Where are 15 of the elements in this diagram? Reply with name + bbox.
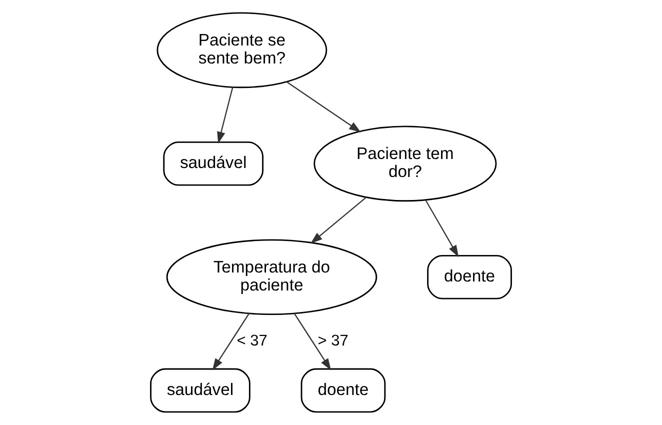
- node-ellipse: Paciente tem dor?: [314, 126, 497, 202]
- node-box: saudável: [163, 141, 264, 186]
- arrow: [212, 313, 250, 370]
- arrow: [286, 81, 361, 132]
- arrow: [217, 86, 234, 144]
- arrow: [310, 196, 367, 244]
- edge-label: > 37: [318, 332, 348, 350]
- arrow: [425, 200, 459, 258]
- edge-label: < 37: [236, 332, 268, 350]
- node-box: doente: [300, 368, 386, 413]
- node-box: saudável: [150, 368, 250, 413]
- node-ellipse: Paciente se sente bem?: [156, 12, 328, 88]
- node-box: doente: [427, 254, 512, 300]
- arrow: [294, 313, 332, 370]
- node-ellipse: Temperatura do paciente: [166, 239, 378, 316]
